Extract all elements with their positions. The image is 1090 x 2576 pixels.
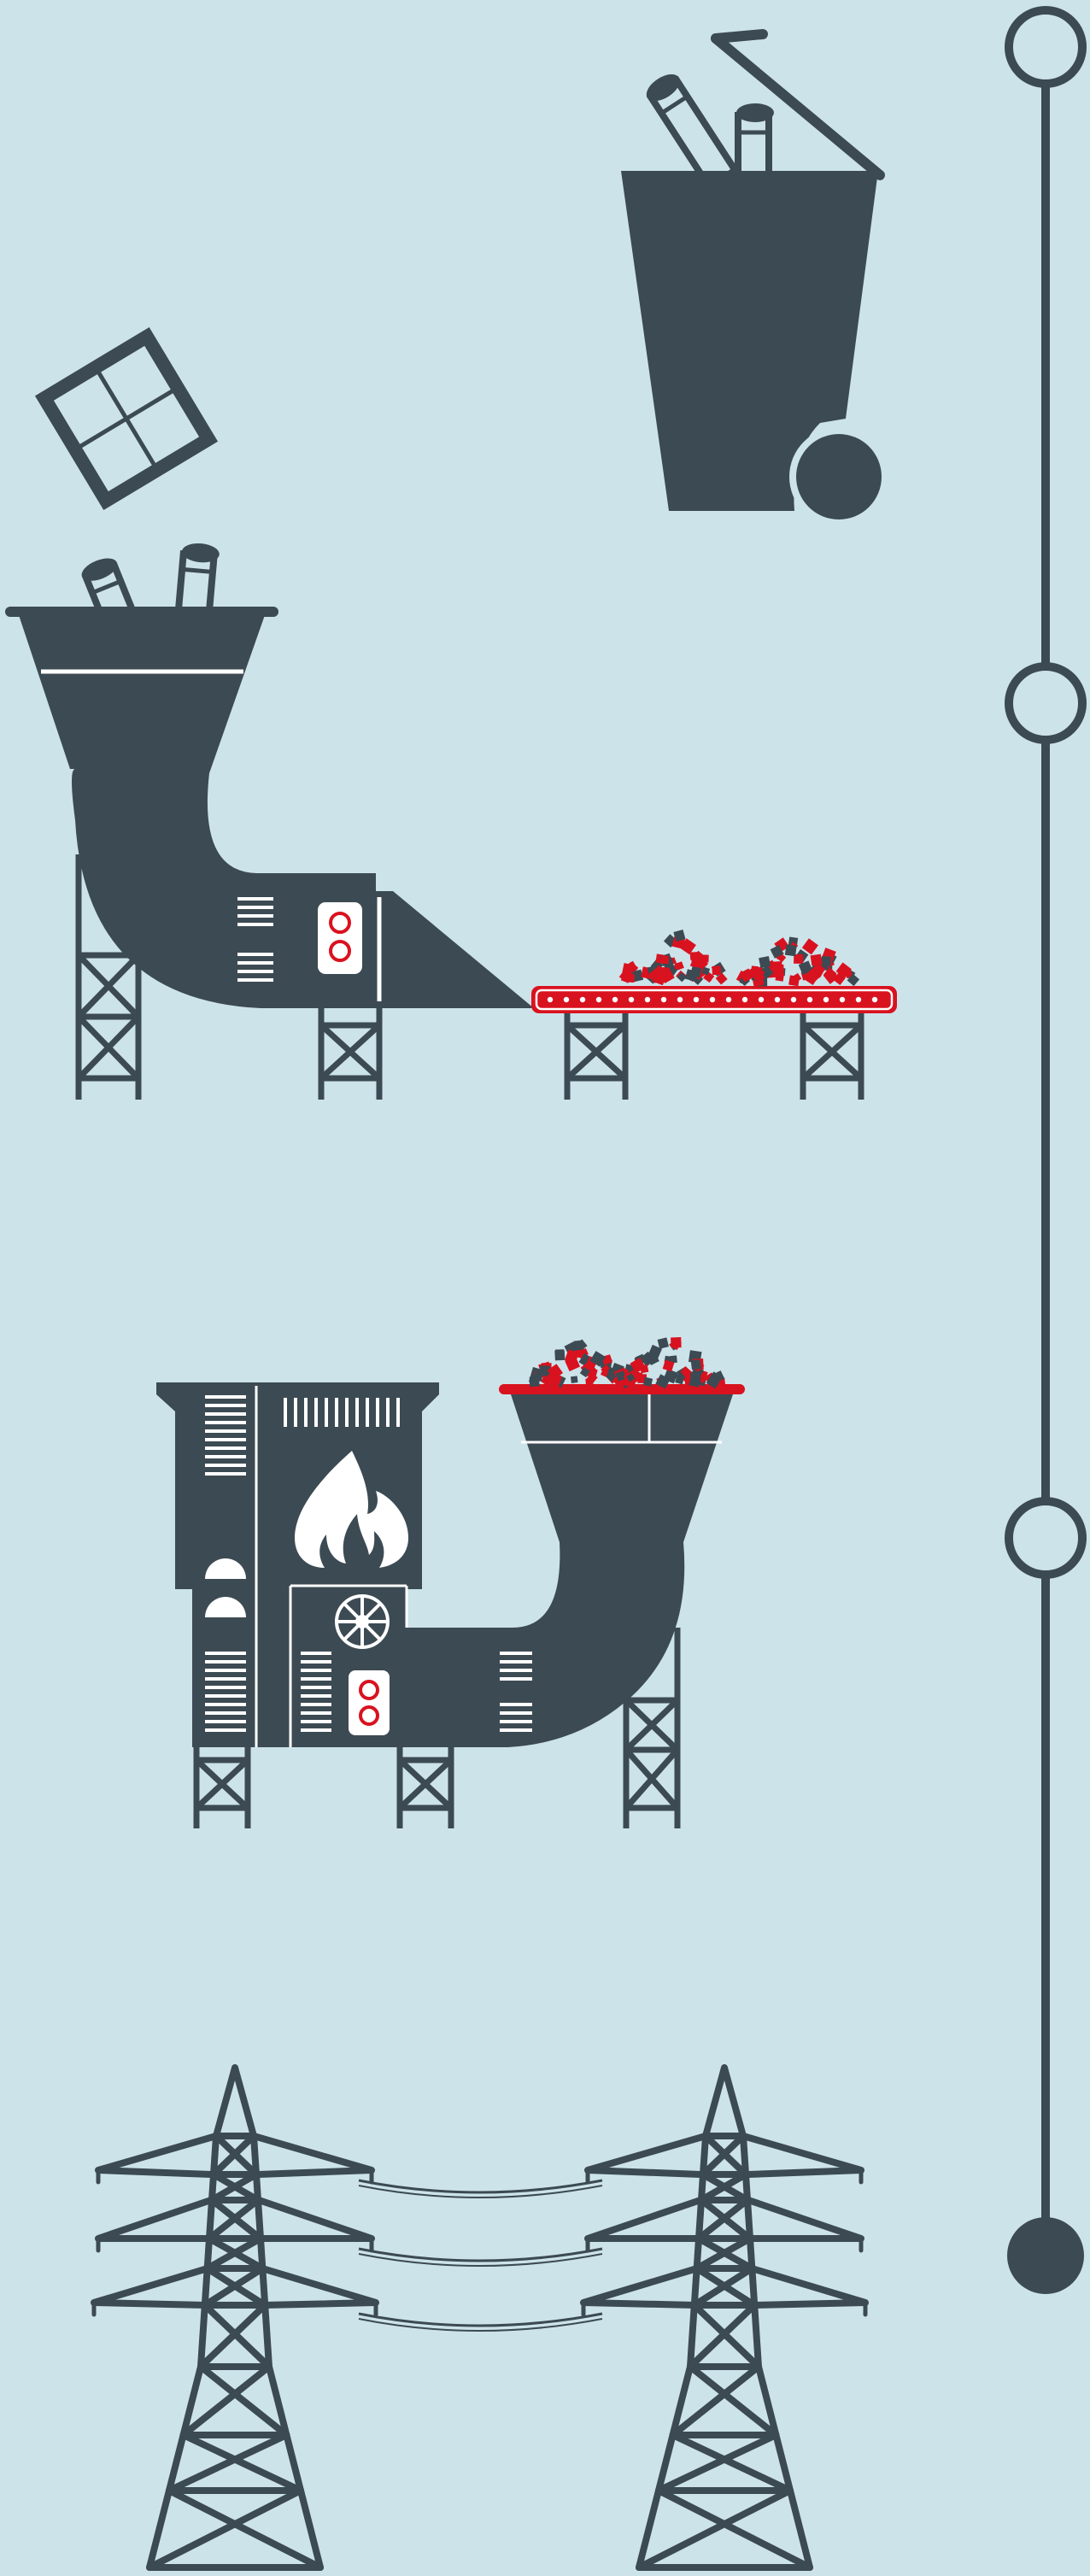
machine-legs — [75, 854, 383, 1100]
shred-piece — [547, 1364, 564, 1380]
shred-piece — [792, 972, 802, 983]
control-panel-icon — [318, 902, 362, 974]
shred-piece — [624, 960, 638, 974]
shred-piece — [671, 1337, 682, 1348]
shred-piece — [835, 962, 852, 978]
timeline-marker-4 — [1007, 2217, 1084, 2294]
shred-piece — [570, 1376, 578, 1384]
shred-piece — [715, 972, 728, 985]
shred-piece — [573, 1340, 584, 1351]
shred-piece — [655, 1374, 671, 1389]
shred-piece — [600, 1369, 609, 1377]
shred-piece — [585, 1378, 594, 1387]
conveyor-belt-icon — [531, 986, 897, 1100]
shredded-waste-icon — [528, 1337, 726, 1389]
power-line-icon — [358, 2179, 603, 2332]
shred-piece — [531, 1372, 542, 1382]
flame-icon — [295, 1451, 408, 1568]
shred-piece — [630, 1357, 646, 1374]
shred-piece — [565, 1356, 581, 1372]
shred-piece — [689, 1376, 700, 1388]
shred-piece — [675, 1371, 686, 1382]
window-frame-icon — [34, 326, 219, 511]
shredder-machine-icon — [5, 607, 534, 1100]
shred-piece — [759, 955, 771, 969]
port-icon — [205, 1558, 246, 1579]
shred-piece — [805, 967, 822, 983]
shred-piece — [660, 955, 670, 965]
shred-piece — [701, 966, 711, 976]
power-pylon-icon — [580, 2064, 869, 2571]
control-panel-icon — [349, 1670, 390, 1735]
power-pylon-icon — [91, 2064, 379, 2571]
timeline-marker-3 — [1005, 1497, 1087, 1579]
shred-piece — [647, 1353, 659, 1365]
shred-piece — [847, 973, 860, 987]
shred-piece — [772, 964, 784, 977]
port-icon — [205, 1597, 246, 1617]
shred-piece — [674, 962, 682, 970]
shred-piece — [798, 960, 813, 975]
shredded-waste-icon — [618, 929, 860, 987]
shred-piece — [615, 1370, 627, 1382]
shred-piece — [677, 971, 687, 983]
shred-piece — [626, 1373, 636, 1382]
shred-piece — [753, 971, 765, 983]
fan-icon — [335, 1594, 390, 1649]
shred-piece — [747, 965, 759, 977]
shred-piece — [540, 1365, 550, 1376]
power-transmission — [91, 2064, 869, 2571]
waste-bin-icon — [621, 29, 888, 526]
bottle-icon — [174, 543, 220, 622]
shred-piece — [690, 1359, 701, 1370]
shred-piece — [823, 969, 839, 984]
shred-piece — [690, 966, 702, 978]
timeline — [1005, 6, 1087, 2294]
shred-piece — [770, 945, 784, 959]
shred-piece — [622, 971, 632, 982]
shred-piece — [679, 938, 696, 955]
shred-piece — [794, 954, 804, 964]
shred-piece — [648, 967, 665, 983]
shred-piece — [810, 954, 823, 966]
shred-piece — [554, 1349, 565, 1358]
shred-piece — [642, 1376, 653, 1387]
shred-piece — [801, 938, 818, 955]
shred-piece — [662, 1359, 675, 1372]
shred-piece — [589, 1351, 606, 1367]
shred-piece — [784, 944, 797, 957]
shred-piece — [821, 955, 832, 966]
shred-piece — [657, 1337, 669, 1349]
shred-piece — [579, 1367, 590, 1378]
timeline-marker-1 — [1005, 6, 1087, 88]
incinerator-icon — [156, 1382, 745, 1828]
vent-icon — [237, 897, 273, 982]
shred-piece — [712, 965, 722, 976]
shred-piece — [706, 1374, 722, 1389]
shred-piece — [673, 929, 686, 942]
shred-piece — [588, 1373, 596, 1382]
timeline-marker-2 — [1005, 662, 1087, 744]
